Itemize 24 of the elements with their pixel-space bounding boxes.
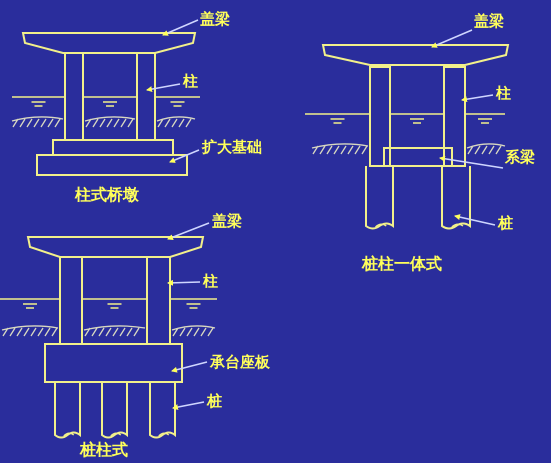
leader-line	[162, 19, 198, 36]
leader-line	[461, 94, 494, 102]
leader-line	[167, 222, 210, 240]
diagram-caption: 桩柱一体式	[362, 255, 442, 273]
diagram-caption: 柱式桥墩	[75, 186, 139, 204]
leader-line	[439, 156, 504, 169]
part-label: 柱	[496, 84, 511, 102]
part-label: 盖梁	[200, 10, 230, 28]
part-label: 盖梁	[212, 212, 242, 230]
leader-line	[167, 280, 200, 286]
leader-line	[171, 361, 208, 373]
leader-line	[146, 83, 180, 92]
part-label: 系梁	[505, 148, 535, 166]
part-label: 桩	[498, 214, 513, 232]
part-label: 扩大基础	[202, 138, 262, 156]
diagram-caption: 桩柱式	[80, 441, 128, 459]
leader-line	[454, 214, 496, 226]
part-label: 柱	[203, 272, 218, 290]
part-label: 承台座板	[210, 353, 270, 371]
part-label: 柱	[183, 72, 198, 90]
part-label: 盖梁	[474, 12, 504, 30]
leader-line	[431, 29, 472, 48]
leader-line	[172, 401, 204, 410]
part-label: 桩	[207, 392, 222, 410]
